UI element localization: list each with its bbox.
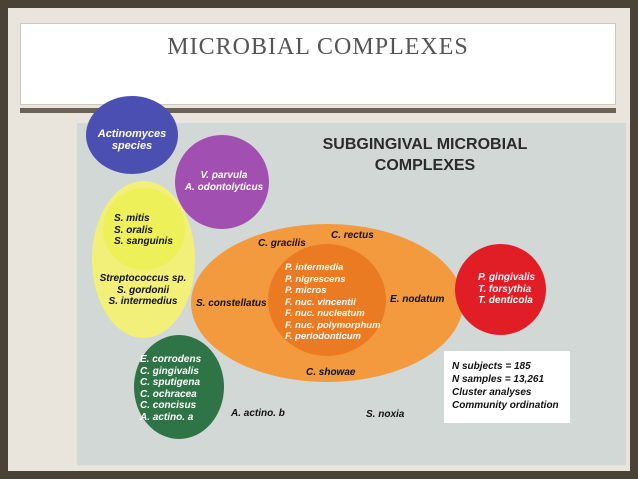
stats-box: N subjects = 185 N samples = 13,261 Clus… <box>444 351 570 423</box>
diagram-title: SUBGINGIVAL MICROBIAL COMPLEXES <box>290 134 560 176</box>
yellow-inner-label: S. mitis S. oralis S. sanguinis <box>114 213 173 247</box>
divider-stripe <box>20 108 616 113</box>
e-nodatum-label: E. nodatum <box>390 294 445 305</box>
title-box: MICROBIAL COMPLEXES <box>20 23 616 105</box>
red-complex-label: P. gingivalis T. forsythia T. denticola <box>478 272 536 306</box>
actinomyces-circle <box>86 96 178 174</box>
purple-complex-circle <box>175 135 269 229</box>
slide-title: MICROBIAL COMPLEXES <box>167 34 469 60</box>
yellow-complex-inner <box>103 188 185 270</box>
green-complex-label: E. corrodens C. gingivalis C. sputigena … <box>140 354 202 423</box>
a-actino-b-label: A. actino. b <box>231 408 285 419</box>
actinomyces-label: Actinomyces species <box>97 128 167 152</box>
purple-complex-label: V. parvula A. odontolyticus <box>184 170 264 193</box>
yellow-outer-label: Streptococcus sp. S. gordonii S. interme… <box>99 273 187 307</box>
orange-inner-label: P. intermedia P. nigrescens P. micros F.… <box>285 262 381 342</box>
orange-complex-inner <box>268 244 386 356</box>
stats-cluster: Cluster analyses <box>452 387 532 398</box>
s-constellatus-label: S. constellatus <box>196 298 267 309</box>
s-noxia-label: S. noxia <box>366 409 405 420</box>
stats-ordination: Community ordination <box>452 400 559 411</box>
c-rectus-label: C. rectus <box>331 230 374 241</box>
red-complex-circle <box>455 244 546 335</box>
diagram-title-line1: SUBGINGIVAL MICROBIAL <box>322 136 528 153</box>
diagram-title-line2: COMPLEXES <box>374 157 476 174</box>
green-complex-circle <box>134 335 224 439</box>
stats-subjects: N subjects = 185 <box>452 361 531 372</box>
c-gracilis-label: C. gracilis <box>258 238 306 249</box>
stats-samples: N samples = 13,261 <box>452 374 545 385</box>
c-showae-label: C. showae <box>306 367 356 378</box>
